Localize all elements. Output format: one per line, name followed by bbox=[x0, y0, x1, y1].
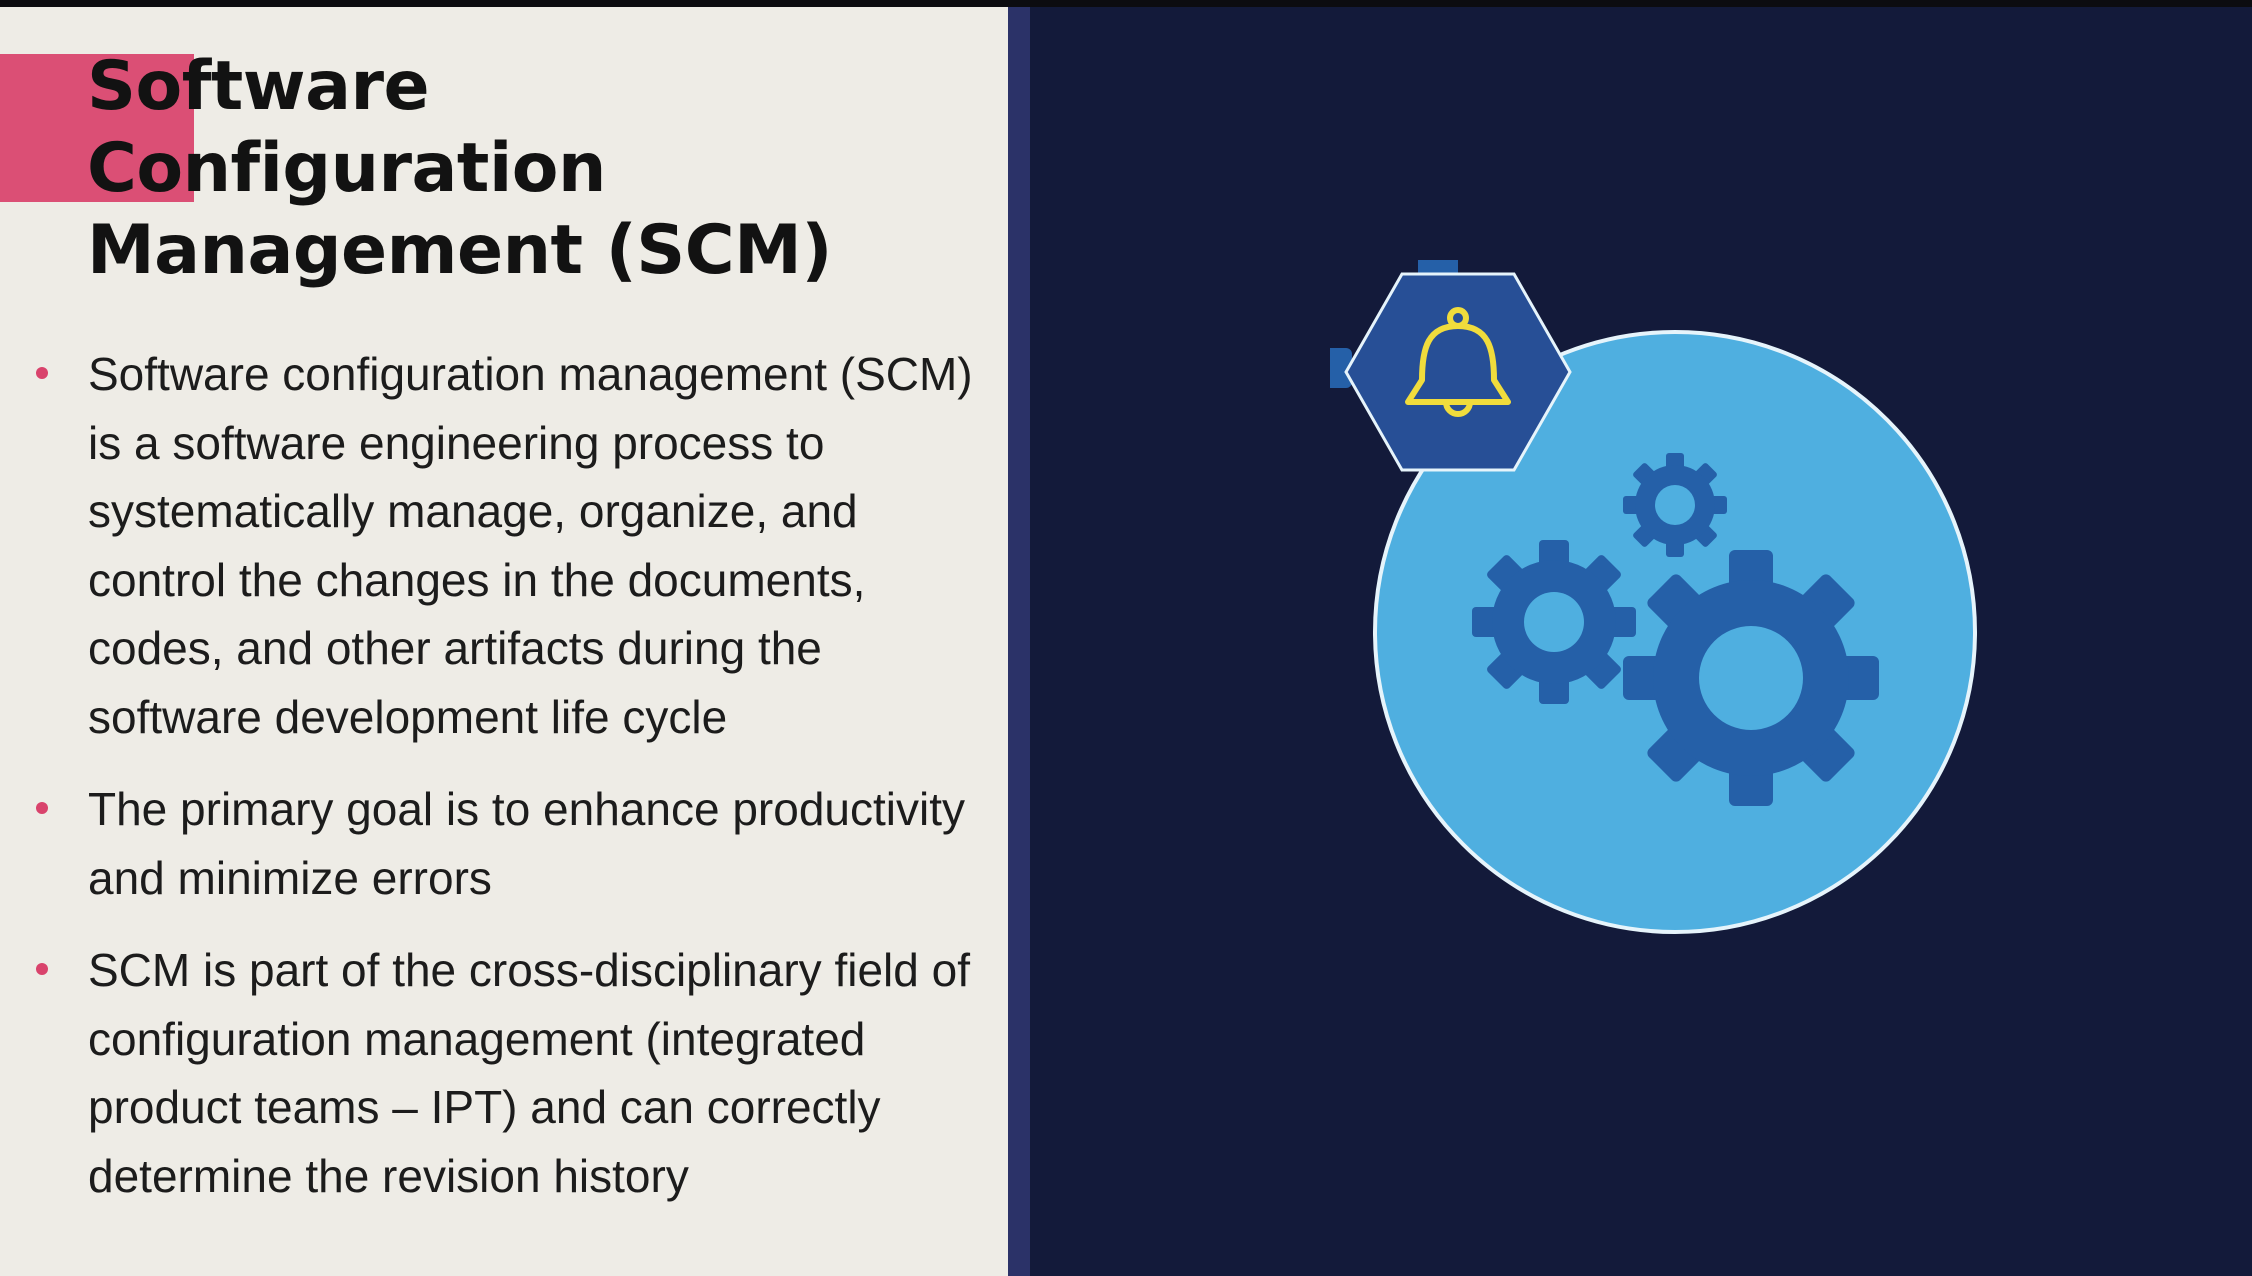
title-line: Management (SCM) bbox=[87, 211, 832, 290]
small-gear-icon bbox=[1623, 453, 1727, 557]
accent-block bbox=[0, 54, 194, 202]
left-panel bbox=[0, 7, 1008, 1276]
bullet-dot-icon bbox=[36, 802, 48, 814]
bullet-text: The primary goal is to enhance productiv… bbox=[88, 783, 965, 904]
bullet-dot-icon bbox=[36, 963, 48, 975]
title-line: Configuration bbox=[87, 129, 606, 208]
bullet-list: Software configuration management (SCM) … bbox=[30, 340, 990, 1234]
bullet-item: SCM is part of the cross-disciplinary fi… bbox=[30, 936, 990, 1210]
medium-gear-icon bbox=[1472, 540, 1636, 704]
bullet-text: SCM is part of the cross-disciplinary fi… bbox=[88, 944, 970, 1202]
top-strip bbox=[0, 0, 2252, 7]
bullet-text: Software configuration management (SCM) … bbox=[88, 348, 973, 743]
config-graphic bbox=[1330, 260, 1977, 934]
bullet-item: Software configuration management (SCM) … bbox=[30, 340, 990, 751]
slide-title: Software Configuration Management (SCM) bbox=[87, 46, 987, 292]
bullet-item: The primary goal is to enhance productiv… bbox=[30, 775, 990, 912]
title-line: Software bbox=[87, 47, 430, 126]
bell-icon bbox=[1405, 307, 1511, 417]
hexagon-shape bbox=[1344, 272, 1572, 472]
bullet-dot-icon bbox=[36, 367, 48, 379]
bell-badge bbox=[1344, 272, 1572, 472]
panel-divider bbox=[1008, 7, 1030, 1276]
